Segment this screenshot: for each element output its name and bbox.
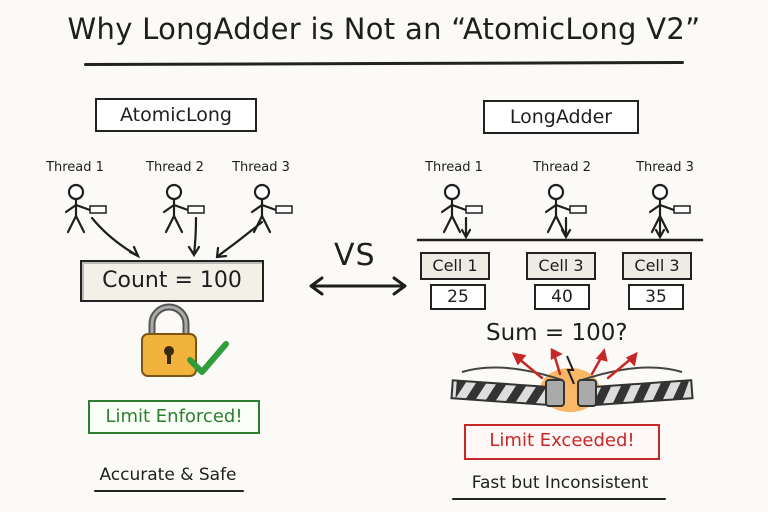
vs-label: VS [334, 238, 376, 273]
stick-figure-icon [440, 183, 483, 240]
limit-exceeded-badge: Limit Exceeded! [464, 424, 660, 460]
left-caption: Accurate & Safe [99, 465, 237, 485]
right-thread-2-label: Thread 2 [533, 160, 591, 175]
stick-figure-icon [544, 183, 587, 240]
left-thread-2-label: Thread 2 [146, 160, 204, 175]
left-thread-1-label: Thread 1 [46, 160, 104, 175]
right-caption-underline [452, 498, 666, 500]
stick-figure-icon [64, 183, 141, 259]
limit-enforced-badge: Limit Enforced! [88, 400, 260, 434]
lock-icon [141, 303, 197, 377]
broken-barrier-icon [450, 347, 694, 412]
left-caption-underline [94, 490, 244, 492]
count-box: Count = 100 [80, 260, 264, 302]
sum-label: Sum = 100? [486, 320, 628, 346]
longadder-header: LongAdder [483, 100, 639, 134]
atomiclong-header: AtomicLong [95, 98, 257, 132]
stick-figure-icon [215, 183, 293, 259]
double-arrow-icon [309, 276, 407, 296]
cell-2-value: 40 [534, 284, 590, 310]
cell-1-value: 25 [430, 284, 486, 310]
right-thread-3-label: Thread 3 [636, 160, 694, 175]
cell-3-value: 35 [628, 284, 684, 310]
right-caption: Fast but Inconsistent [471, 473, 649, 493]
stick-figure-icon [162, 183, 205, 258]
checkmark-icon [187, 341, 229, 375]
cell-1-label: Cell 1 [420, 252, 490, 280]
right-thread-1-label: Thread 1 [425, 160, 483, 175]
stick-figure-icon [648, 183, 691, 240]
cell-2-label: Cell 3 [526, 252, 596, 280]
page-title: Why LongAdder is Not an “AtomicLong V2” [67, 12, 701, 46]
left-thread-3-label: Thread 3 [232, 160, 290, 175]
cell-3-label: Cell 3 [622, 252, 692, 280]
